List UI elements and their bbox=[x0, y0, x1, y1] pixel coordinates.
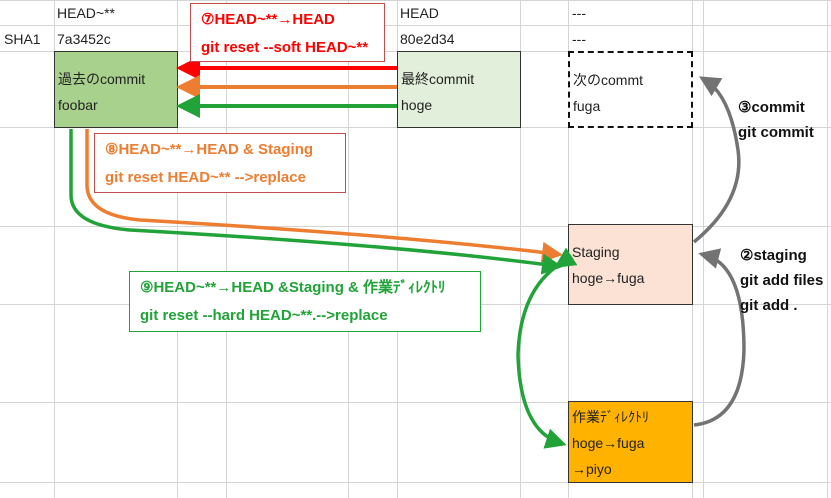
grid-line bbox=[827, 0, 828, 498]
grid-line bbox=[0, 0, 831, 1]
grid-line bbox=[0, 226, 831, 227]
last-commit-content: hoge bbox=[401, 97, 433, 113]
sha-label: SHA1 bbox=[4, 31, 41, 47]
staging-label-command-2: git add . bbox=[740, 297, 798, 314]
past-commit-box: 過去のcommit foobar bbox=[54, 51, 178, 128]
past-commit-content: foobar bbox=[58, 97, 98, 113]
soft-reset-note: ⑦HEAD~**→HEAD git reset --soft HEAD~** bbox=[190, 3, 385, 62]
last-commit-box: 最終commit hoge bbox=[397, 51, 521, 128]
hard-reset-title: ⑨HEAD~**→HEAD &Staging & 作業ﾃﾞｨﾚｸﾄﾘ bbox=[140, 279, 446, 296]
commit-arrow bbox=[692, 76, 741, 244]
hard-reset-note: ⑨HEAD~**→HEAD &Staging & 作業ﾃﾞｨﾚｸﾄﾘ git r… bbox=[129, 271, 481, 332]
working-dir-box: 作業ﾃﾞｨﾚｸﾄﾘ hoge→fuga →piyo bbox=[568, 401, 693, 483]
header-head: HEAD bbox=[400, 5, 439, 21]
staging-label-title: ②staging bbox=[740, 247, 807, 264]
staging-label-command: git add files bbox=[740, 272, 824, 289]
sha-head: 80e2d34 bbox=[400, 31, 455, 47]
next-commit-box: 次のcommt fuga bbox=[568, 51, 693, 128]
grid-line bbox=[348, 0, 349, 498]
past-commit-title: 過去のcommit bbox=[58, 71, 146, 87]
grid-line bbox=[0, 25, 831, 26]
mixed-reset-command: git reset HEAD~** -->replace bbox=[105, 169, 306, 186]
grid-line bbox=[0, 482, 831, 483]
working-dir-content-2: →piyo bbox=[572, 461, 612, 477]
grid-line bbox=[54, 0, 55, 498]
soft-reset-command: git reset --soft HEAD~** bbox=[201, 39, 369, 56]
last-commit-title: 最終commit bbox=[401, 71, 475, 87]
grid-line bbox=[0, 402, 831, 403]
header-next: --- bbox=[572, 5, 586, 21]
mixed-to-staging-arrow bbox=[85, 129, 563, 263]
hard-to-working-arrow bbox=[516, 247, 578, 449]
staging-label: ②staging git add files git add . bbox=[740, 243, 823, 318]
mixed-reset-title: ⑧HEAD~**→HEAD & Staging bbox=[105, 141, 314, 158]
commit-label-title: ③commit bbox=[738, 99, 805, 116]
next-commit-title: 次のcommt bbox=[573, 72, 643, 88]
soft-reset-title: ⑦HEAD~**→HEAD bbox=[201, 11, 335, 28]
next-commit-content: fuga bbox=[573, 98, 601, 114]
hard-reset-command: git reset --hard HEAD~**.-->replace bbox=[140, 307, 388, 324]
grid-line bbox=[226, 0, 227, 498]
commit-label: ③commit git commit bbox=[738, 95, 814, 145]
commit-label-command: git commit bbox=[738, 124, 814, 141]
working-dir-content: hoge→fuga bbox=[572, 435, 645, 451]
hard-to-staging-arrow bbox=[69, 129, 563, 275]
grid-line bbox=[177, 0, 178, 498]
mixed-reset-note: ⑧HEAD~**→HEAD & Staging git reset HEAD~*… bbox=[94, 133, 346, 193]
working-dir-title: 作業ﾃﾞｨﾚｸﾄﾘ bbox=[572, 409, 649, 425]
staging-add-arrow bbox=[693, 248, 746, 427]
header-head-tilde: HEAD~** bbox=[57, 5, 115, 21]
staging-content: hoge→fuga bbox=[572, 270, 645, 286]
staging-title: Staging bbox=[572, 244, 620, 260]
sha-next: --- bbox=[572, 31, 586, 47]
sha-past: 7a3452c bbox=[57, 31, 111, 47]
